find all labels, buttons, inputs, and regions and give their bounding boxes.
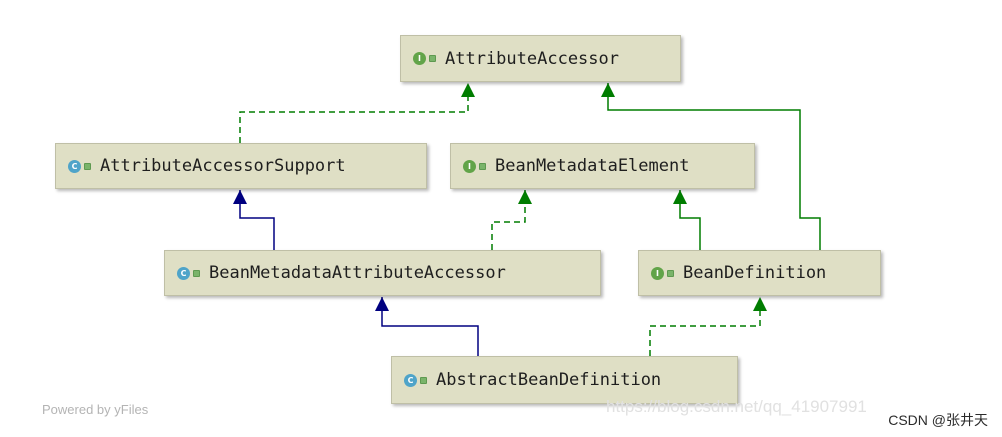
- public-visibility-icon: [84, 162, 91, 170]
- edge-attributeaccessorsupport-implements-attributeaccessor: [239, 83, 475, 143]
- class-icon: C: [68, 159, 81, 173]
- node-label: AbstractBeanDefinition: [436, 370, 662, 390]
- public-visibility-icon: [420, 376, 427, 384]
- public-visibility-icon: [667, 269, 674, 277]
- class-icon: C: [177, 266, 190, 280]
- edge-abstractbeandefinition-extends-beanmetadataattributeaccessor: [375, 297, 479, 356]
- node-label: AttributeAccessor: [445, 48, 619, 69]
- interface-icon: I: [651, 266, 664, 280]
- source-url-watermark: https://blog.csdn.net/qq_41907991: [606, 397, 867, 416]
- public-visibility-icon: [429, 55, 436, 62]
- node-label: AttributeAccessorSupport: [100, 156, 346, 176]
- edge-beandefinition-extends-beanmetadataelement: [673, 190, 701, 250]
- powered-by-label: Powered by yFiles: [42, 402, 149, 417]
- interface-icon: I: [413, 52, 426, 65]
- edge-abstractbeandefinition-implements-beandefinition: [649, 297, 767, 356]
- node-bean-metadata-element[interactable]: I BeanMetadataElement: [450, 143, 755, 189]
- class-icon: C: [404, 373, 417, 387]
- site-credit-label: CSDN @张井天: [888, 412, 988, 428]
- edge-beanmetadataattributeaccessor-extends-attributeaccessorsupport: [233, 190, 275, 250]
- node-bean-definition[interactable]: I BeanDefinition: [638, 250, 881, 296]
- node-abstract-bean-definition[interactable]: C AbstractBeanDefinition: [391, 356, 738, 404]
- edge-beandefinition-extends-attributeaccessor: [601, 83, 821, 250]
- public-visibility-icon: [193, 269, 200, 277]
- interface-icon: I: [463, 159, 476, 173]
- edge-beanmetadataattributeaccessor-implements-beanmetadataelement: [491, 190, 532, 250]
- node-bean-metadata-attribute-accessor[interactable]: C BeanMetadataAttributeAccessor: [164, 250, 601, 296]
- public-visibility-icon: [479, 162, 486, 170]
- node-attribute-accessor[interactable]: I AttributeAccessor: [400, 35, 681, 82]
- node-label: BeanMetadataElement: [495, 156, 690, 176]
- node-label: BeanMetadataAttributeAccessor: [209, 263, 506, 283]
- node-attribute-accessor-support[interactable]: C AttributeAccessorSupport: [55, 143, 427, 189]
- node-label: BeanDefinition: [683, 263, 827, 283]
